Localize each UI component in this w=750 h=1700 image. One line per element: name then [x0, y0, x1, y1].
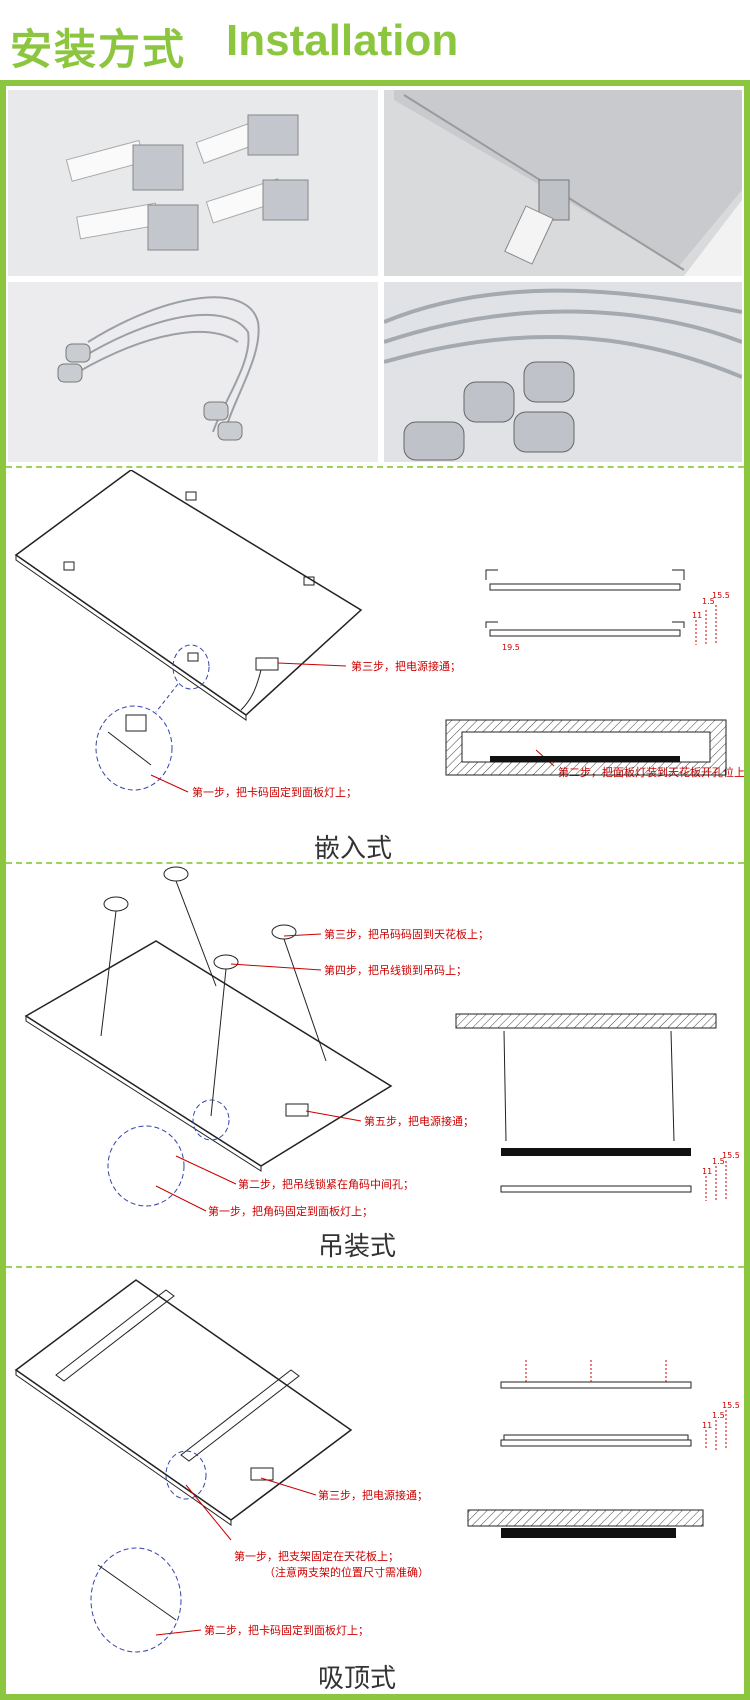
section-recessed: 第一步，把卡码固定到面板灯上； 第三步，把电源接通； 第二步，把面板灯装到天花板… — [6, 469, 750, 864]
surface-diagram: 第三步，把电源接通； 第一步，把支架固定在天花板上； （注意两支架的位置尺寸需准… — [14, 1279, 740, 1653]
suspended-caption: 吊装式 — [318, 1232, 397, 1262]
surface-dim-b: 11 — [702, 1421, 712, 1430]
recessed-caption: 嵌入式 — [314, 834, 393, 864]
divider-2 — [6, 862, 744, 864]
cable-grips-illustration — [384, 282, 742, 462]
recessed-dim-a: 19.5 — [502, 643, 520, 652]
recessed-dim-b: 11 — [692, 611, 702, 620]
surface-step3-note: 第三步，把电源接通； — [318, 1488, 428, 1502]
section-suspended: 第三步，把吊码码固到天花板上； 第四步，把吊线锁到吊码上； 第五步，把电源接通；… — [6, 866, 744, 1266]
cables-illustration — [8, 282, 378, 462]
title-chinese: 安装方式 — [10, 25, 187, 74]
suspended-step4-note: 第四步，把吊线锁到吊码上； — [324, 963, 467, 977]
surface-dim-c: 1.5 — [712, 1411, 725, 1420]
recessed-dim-d: 15.5 — [712, 591, 730, 600]
surface-step2-note: 第二步，把卡码固定到面板灯上； — [204, 1623, 369, 1637]
title-english: Installation — [226, 16, 459, 65]
recessed-diagram: 第一步，把卡码固定到面板灯上； 第三步，把电源接通； 第二步，把面板灯装到天花板… — [14, 469, 750, 799]
suspended-dim-d: 15.5 — [722, 1151, 740, 1160]
photo-hanging-cables — [8, 282, 378, 462]
brackets-illustration — [8, 90, 378, 276]
suspended-step5-note: 第五步，把电源接通； — [364, 1114, 474, 1128]
surface-dim-d: 15.5 — [722, 1401, 740, 1410]
recessed-dim-c: 1.5 — [702, 597, 715, 606]
recessed-step3-note: 第三步，把电源接通； — [351, 659, 461, 673]
surface-caption: 吸顶式 — [318, 1664, 397, 1694]
suspended-step3-note: 第三步，把吊码码固到天花板上； — [324, 927, 489, 941]
suspended-dim-c: 1.5 — [712, 1157, 725, 1166]
suspended-dim-b: 11 — [702, 1167, 712, 1176]
photo-panel-corner — [384, 90, 742, 276]
suspended-diagram: 第三步，把吊码码固到天花板上； 第四步，把吊线锁到吊码上； 第五步，把电源接通；… — [24, 866, 740, 1218]
photo-brackets — [8, 90, 378, 276]
surface-step1-note: 第一步，把支架固定在天花板上； — [234, 1549, 399, 1563]
section-surface: 第三步，把电源接通； 第一步，把支架固定在天花板上； （注意两支架的位置尺寸需准… — [6, 1270, 744, 1694]
divider-1 — [6, 466, 744, 468]
surface-step1b-note: （注意两支架的位置尺寸需准确） — [264, 1565, 429, 1579]
header: 安装方式 Installation — [0, 0, 750, 80]
suspended-step2-note: 第二步，把吊线锁紧在角码中间孔； — [238, 1177, 414, 1191]
suspended-step1-note: 第一步，把角码固定到面板灯上； — [208, 1204, 373, 1218]
recessed-step1-note: 第一步，把卡码固定到面板灯上； — [192, 785, 357, 799]
panel-corner-illustration — [384, 90, 742, 276]
photo-cable-grips — [384, 282, 742, 462]
divider-3 — [6, 1266, 744, 1268]
